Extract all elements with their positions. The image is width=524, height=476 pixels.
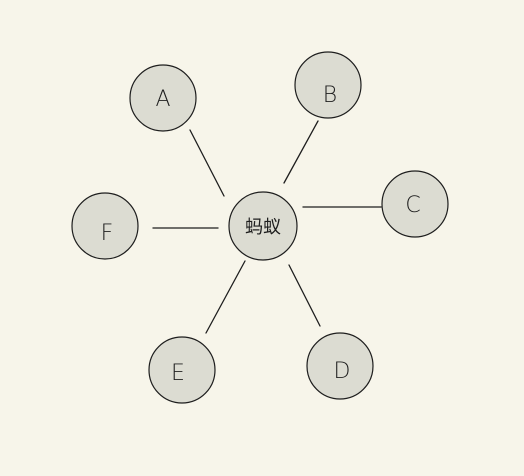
node-a-label: A [155,87,170,112]
node-d[interactable]: D [306,332,374,400]
edge-center-b [283,120,319,184]
edge-center-d [288,264,321,327]
node-center[interactable]: 蚂蚁 [228,191,298,261]
node-d-label: D [334,359,351,384]
node-f-label: F [101,221,114,246]
node-e-circle [148,336,216,404]
node-c-circle [381,170,449,238]
node-center-circle [228,191,298,261]
node-f-circle [71,192,139,260]
node-a-circle [129,64,197,132]
edge-center-a [189,129,225,197]
node-d-circle [306,332,374,400]
node-a[interactable]: A [129,64,197,132]
node-e-label: E [171,361,185,386]
edge-center-e [205,260,246,334]
node-b[interactable]: B [294,51,362,119]
edges [152,120,382,334]
node-c[interactable]: C [381,170,449,238]
node-e[interactable]: E [148,336,216,404]
node-b-circle [294,51,362,119]
node-f[interactable]: F [71,192,139,260]
node-c-label: C [405,193,420,218]
node-b-label: B [323,83,337,108]
node-center-label: 蚂蚁 [245,217,281,238]
